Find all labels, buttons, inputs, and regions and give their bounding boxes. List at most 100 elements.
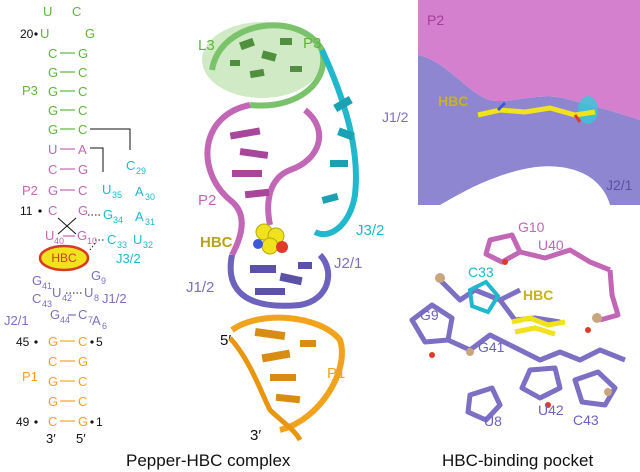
oxygen-atoms xyxy=(429,259,591,408)
residue-number-49: 49 xyxy=(16,415,30,429)
p2-nt: U xyxy=(48,142,57,157)
c43-nt: C xyxy=(32,291,41,306)
p1-bonds xyxy=(60,340,75,422)
c29-nt: C xyxy=(126,158,135,173)
p1-nt: G xyxy=(48,374,58,389)
hbc-ligand-oval xyxy=(38,244,90,272)
dot-45 xyxy=(34,340,38,344)
hbc-label-pocket: HBC xyxy=(438,93,468,109)
g9-nt: G xyxy=(91,268,101,283)
u40-sub: 40 xyxy=(54,236,64,246)
p1-nt: C xyxy=(78,394,87,409)
dot-20 xyxy=(34,32,38,36)
j32-label-3d: J3/2 xyxy=(356,222,384,239)
secondary-structure-panel: U C U G 20 P3 C G G C G C G C G C P2 xyxy=(4,4,155,446)
p3-nt: G xyxy=(78,46,88,61)
c33-surface-patch xyxy=(578,96,598,124)
c33-nt: C xyxy=(107,232,116,247)
p1-nt: C xyxy=(48,354,57,369)
u35-nt: U xyxy=(102,182,111,197)
u8-sub: 8 xyxy=(94,293,99,303)
p2-label-3d: P2 xyxy=(198,192,216,209)
loop-nt-c: C xyxy=(72,4,81,19)
g9-sub: 9 xyxy=(101,276,106,286)
u42-sub: 42 xyxy=(62,293,72,303)
p2-backbone-right xyxy=(265,107,323,226)
j21-label-pocket: J2/1 xyxy=(606,177,633,193)
u40-nt: U xyxy=(45,228,54,243)
surface-gap xyxy=(440,166,610,205)
g41-nt: G xyxy=(32,273,42,288)
a31-sub: 31 xyxy=(145,217,155,227)
p1-label: P1 xyxy=(22,369,38,384)
loop-nt-g: G xyxy=(85,26,95,41)
p2-stem: U A C G G C C G xyxy=(48,142,88,218)
c33-sticks xyxy=(467,279,501,315)
u35-sub: 35 xyxy=(112,190,122,200)
hbc-label-3d: HBC xyxy=(200,234,233,251)
j32-nucleotides: C 29 A 30 A 31 U 32 U 35 G 34 C 33 J3/2 xyxy=(102,158,155,266)
j12-bases xyxy=(250,262,312,295)
residue-number-1: 1 xyxy=(96,415,103,429)
dot-11 xyxy=(38,209,42,213)
g44-sub: 44 xyxy=(60,315,70,325)
residue-number-45: 45 xyxy=(16,335,30,349)
dot-49 xyxy=(34,420,38,424)
p1-bases xyxy=(254,327,316,404)
j12-backbone xyxy=(227,252,332,309)
p3-nt: G xyxy=(48,122,58,137)
g34-sub: 34 xyxy=(113,215,123,225)
u42-label: U42 xyxy=(538,402,564,418)
p3-stem: C G G C G C G C G C xyxy=(48,46,88,137)
p1-label-3d: P1 xyxy=(327,365,345,382)
connector-line xyxy=(90,128,131,150)
p3-bonds xyxy=(60,52,75,130)
p2-label-pocket: P2 xyxy=(427,12,444,28)
p3-nt: G xyxy=(48,103,58,118)
p3-bases xyxy=(230,37,302,79)
p2-surface xyxy=(418,0,640,120)
g41-label: G41 xyxy=(478,339,505,355)
j12-label-3d: J1/2 xyxy=(186,279,214,296)
three-prime-end: 3′ xyxy=(46,431,56,446)
p2-nt: A xyxy=(78,142,87,157)
g34-nt: G xyxy=(103,207,113,222)
u32-nt: U xyxy=(133,232,142,247)
j21-label-3d: J2/1 xyxy=(334,255,362,272)
p1-nt: G xyxy=(48,394,58,409)
dot-1 xyxy=(90,420,94,424)
p2-nt: C xyxy=(78,183,87,198)
c11-nt: C xyxy=(48,203,57,218)
three-prime-label-3d: 3′ xyxy=(250,427,261,444)
a30-sub: 30 xyxy=(145,192,155,202)
u8-label: U8 xyxy=(484,413,502,429)
c33-sub: 33 xyxy=(117,240,127,250)
caption-right: HBC-binding pocket xyxy=(442,451,593,470)
p3-nt: C xyxy=(78,65,87,80)
p1-backbone-2 xyxy=(228,336,303,442)
g10-nt: G xyxy=(77,228,87,243)
p2-label: P2 xyxy=(22,183,38,198)
p2-sticks xyxy=(483,232,621,323)
c33-label: C33 xyxy=(468,264,494,280)
g-nt: G xyxy=(78,203,88,218)
loop-nt-u: U xyxy=(43,4,52,19)
g9-label: G9 xyxy=(420,307,439,323)
p1-nt: C xyxy=(48,414,57,429)
c7-nt: C xyxy=(78,307,87,322)
g10-label: G10 xyxy=(518,219,545,235)
c29-sub: 29 xyxy=(136,166,146,176)
noncanonical-bond xyxy=(89,241,97,251)
j12-label: J1/2 xyxy=(102,291,127,306)
p3-nt: C xyxy=(78,122,87,137)
hbc-stick-top xyxy=(477,101,596,123)
p3-nt: C xyxy=(78,84,87,99)
five-prime-label-3d: 5′ xyxy=(220,332,231,349)
a30-nt: A xyxy=(135,184,144,199)
p3-nt: G xyxy=(48,84,58,99)
u32-sub: 32 xyxy=(143,240,153,250)
c7-sub: 7 xyxy=(88,315,93,325)
p1-stem: G C C G G C G C C G xyxy=(48,334,88,429)
connector-line xyxy=(90,147,104,172)
